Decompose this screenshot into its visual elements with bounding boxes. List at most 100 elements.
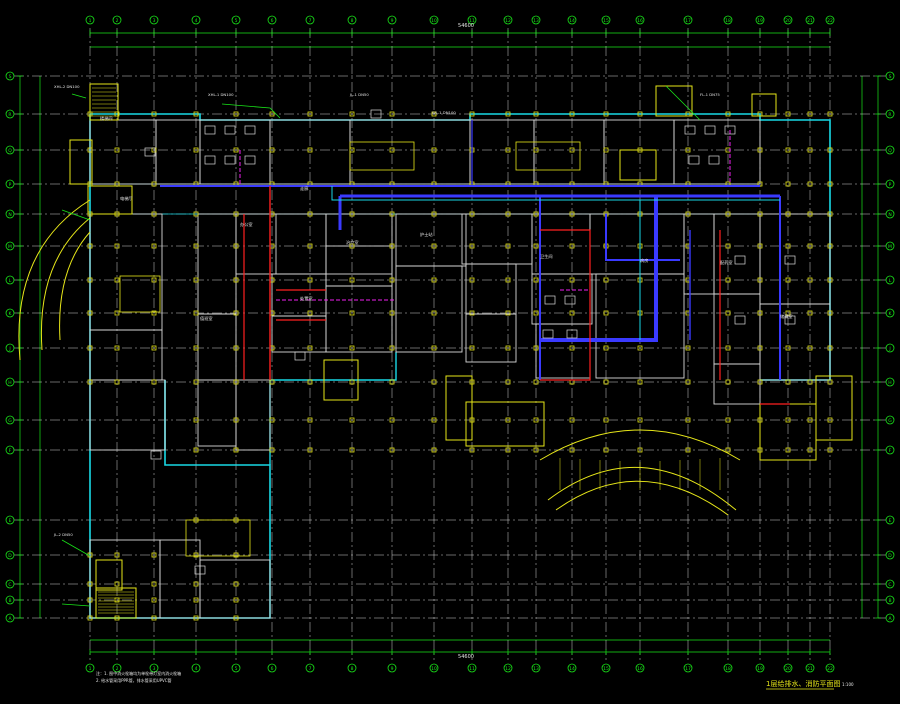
room-wall bbox=[89, 213, 163, 331]
structural-column bbox=[637, 345, 643, 351]
structural-column bbox=[637, 447, 643, 453]
plumbing-fixture bbox=[564, 295, 576, 305]
structural-column bbox=[533, 243, 539, 249]
structural-column bbox=[151, 211, 157, 217]
structural-column bbox=[389, 111, 395, 117]
grid-bubble bbox=[231, 663, 241, 673]
structural-column bbox=[87, 181, 93, 187]
room-wall bbox=[269, 213, 327, 275]
grid-bubble-label: 17 bbox=[685, 666, 691, 672]
leader bbox=[71, 93, 87, 99]
structural-column bbox=[827, 181, 833, 187]
room-label: 护士站 bbox=[420, 231, 433, 238]
structural-column bbox=[233, 243, 239, 249]
plumbing-fixture bbox=[294, 351, 306, 361]
room-wall bbox=[465, 263, 517, 315]
room-wall bbox=[465, 313, 517, 363]
structural-column bbox=[637, 111, 643, 117]
grid-bubble-label: 8 bbox=[351, 18, 354, 24]
grid-bubble-label: 11 bbox=[469, 666, 475, 672]
structural-column bbox=[193, 243, 199, 249]
grid-bubble bbox=[5, 377, 15, 387]
structural-column bbox=[389, 211, 395, 217]
room-wall bbox=[325, 213, 393, 275]
structural-column bbox=[827, 211, 833, 217]
room-wall bbox=[89, 379, 166, 451]
entrance-pier-left bbox=[445, 375, 473, 441]
structural-column bbox=[233, 310, 239, 316]
grid-bubble-label: 9 bbox=[391, 666, 394, 672]
grid-bubble bbox=[5, 343, 15, 353]
grid-bubble-label: P bbox=[9, 182, 12, 188]
grid-bubble bbox=[885, 595, 895, 605]
room-wall bbox=[271, 315, 327, 353]
plumbing-fixture bbox=[144, 147, 156, 157]
structural-column bbox=[757, 211, 763, 217]
structural-column bbox=[637, 417, 643, 423]
grid-bubble-label: 2 bbox=[116, 18, 119, 24]
room-label: 处置室 bbox=[300, 295, 313, 302]
structural-column bbox=[193, 147, 199, 153]
structural-column bbox=[349, 379, 355, 385]
grid-bubble-label: G bbox=[8, 418, 12, 424]
structural-column bbox=[431, 447, 437, 453]
grid-bubble bbox=[635, 15, 645, 25]
plumbing-fixture bbox=[224, 155, 236, 165]
grid-bubble bbox=[5, 275, 15, 285]
structural-column bbox=[685, 111, 691, 117]
plumbing-fixture bbox=[734, 255, 746, 265]
grid-bubble-label: L bbox=[889, 278, 892, 284]
structural-column bbox=[151, 552, 157, 558]
fire-loop bbox=[540, 229, 591, 381]
grid-bubble bbox=[805, 15, 815, 25]
structural-column bbox=[233, 597, 239, 603]
structural-column bbox=[307, 417, 313, 423]
room-label: 病房 bbox=[640, 257, 648, 264]
structural-column bbox=[569, 447, 575, 453]
pipe-note: XHL-2 DN100 bbox=[54, 84, 80, 89]
grid-bubble-label: 7 bbox=[309, 18, 312, 24]
plumbing-fixture bbox=[544, 295, 556, 305]
structural-column bbox=[114, 147, 120, 153]
plumbing-fixture bbox=[542, 329, 554, 339]
grid-bubble bbox=[5, 308, 15, 318]
structural-column bbox=[785, 111, 791, 117]
structural-column bbox=[785, 379, 791, 385]
structural-column bbox=[389, 345, 395, 351]
structural-column bbox=[505, 243, 511, 249]
grid-bubble bbox=[825, 15, 835, 25]
grid-bubble-label: 21 bbox=[807, 666, 813, 672]
grid-bubble bbox=[885, 145, 895, 155]
structural-column bbox=[757, 447, 763, 453]
structural-column bbox=[307, 147, 313, 153]
structural-column bbox=[87, 243, 93, 249]
grid-bubble bbox=[805, 663, 815, 673]
plumbing-fixture bbox=[784, 255, 796, 265]
note-line-2: 2. 给水管采用PPR管，排水管采用UPVC管 bbox=[96, 677, 172, 683]
drawing-title: 1层给排水、消防平面图 bbox=[766, 679, 840, 688]
grid-bubble-label: 12 bbox=[505, 666, 511, 672]
stair-core-center bbox=[323, 359, 359, 401]
structural-column bbox=[603, 111, 609, 117]
structural-column bbox=[431, 243, 437, 249]
grid-bubble bbox=[885, 415, 895, 425]
grid-bubble-label: H bbox=[8, 380, 11, 386]
grid-bubble-label: 17 bbox=[685, 18, 691, 24]
grid-bubble bbox=[231, 15, 241, 25]
structural-column bbox=[193, 581, 199, 587]
west-canopy-arc bbox=[18, 199, 91, 361]
grid-bubble bbox=[503, 663, 513, 673]
grid-bubble-label: 4 bbox=[195, 18, 198, 24]
structural-column bbox=[685, 211, 691, 217]
grid-bubble bbox=[387, 663, 397, 673]
grid-bubble bbox=[267, 663, 277, 673]
grid-bubble bbox=[531, 663, 541, 673]
structural-column bbox=[785, 147, 791, 153]
structural-column bbox=[349, 211, 355, 217]
grid-bubble bbox=[5, 579, 15, 589]
grid-bubble bbox=[429, 663, 439, 673]
room-wall bbox=[469, 119, 535, 185]
structural-column bbox=[569, 277, 575, 283]
grid-bubble-label: R bbox=[8, 112, 11, 118]
